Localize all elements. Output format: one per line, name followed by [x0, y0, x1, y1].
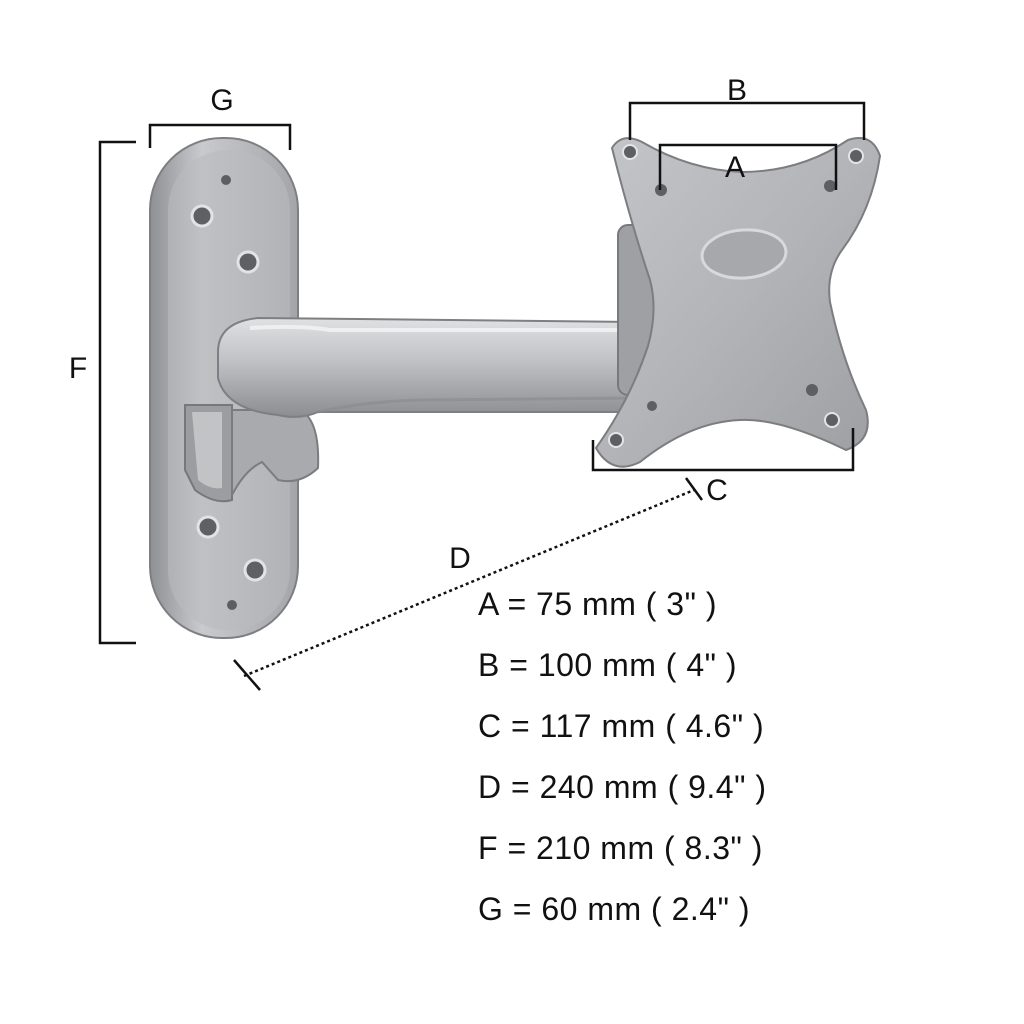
vesa-hole: [608, 432, 624, 448]
spec-row-b: B = 100 mm ( 4" ): [478, 647, 738, 683]
dimension-d-label: D: [449, 542, 471, 575]
dimension-b-label: B: [727, 74, 747, 107]
plate-screw-hole: [221, 175, 231, 185]
dimension-f-label: F: [69, 352, 87, 385]
spec-row-f: F = 210 mm ( 8.3" ): [478, 830, 763, 866]
dimension-g-label: G: [210, 84, 233, 117]
plate-screw-hole: [236, 250, 260, 274]
vesa-hole: [622, 144, 638, 160]
spec-row-g: G = 60 mm ( 2.4" ): [478, 891, 750, 927]
swing-arm: [217, 316, 641, 418]
vesa-hole: [647, 401, 657, 411]
hinge-bracket: [184, 404, 320, 503]
spec-row-a: A = 75 mm ( 3" ): [478, 586, 717, 622]
dimension-lines: [98, 101, 866, 691]
plate-screw-hole: [196, 515, 220, 539]
dimension-spec-list: A = 75 mm ( 3" ) B = 100 mm ( 4" ) C = 1…: [478, 580, 767, 946]
dimension-a-line: [658, 143, 838, 190]
spec-row-d: D = 240 mm ( 9.4" ): [478, 769, 767, 805]
dimension-f-line: [98, 140, 136, 645]
vesa-plate: [594, 137, 882, 468]
vesa-center-recess: [700, 228, 788, 280]
dimension-b-line: [628, 101, 866, 140]
vesa-hole: [824, 412, 840, 428]
plate-screw-hole: [190, 204, 214, 228]
plate-screw-hole: [243, 558, 267, 582]
dimension-d-tick: [684, 477, 704, 501]
plate-screw-hole: [227, 600, 237, 610]
vesa-hole: [848, 148, 864, 164]
vesa-hole: [824, 180, 836, 192]
spec-row-c: C = 117 mm ( 4.6" ): [478, 708, 765, 744]
dimension-c-line: [591, 428, 855, 472]
dimension-g-line: [148, 123, 292, 150]
dimension-d-tick: [233, 659, 261, 691]
vesa-hole: [806, 384, 818, 396]
dimension-c-label: C: [706, 474, 728, 507]
dimension-a-label: A: [725, 151, 745, 184]
